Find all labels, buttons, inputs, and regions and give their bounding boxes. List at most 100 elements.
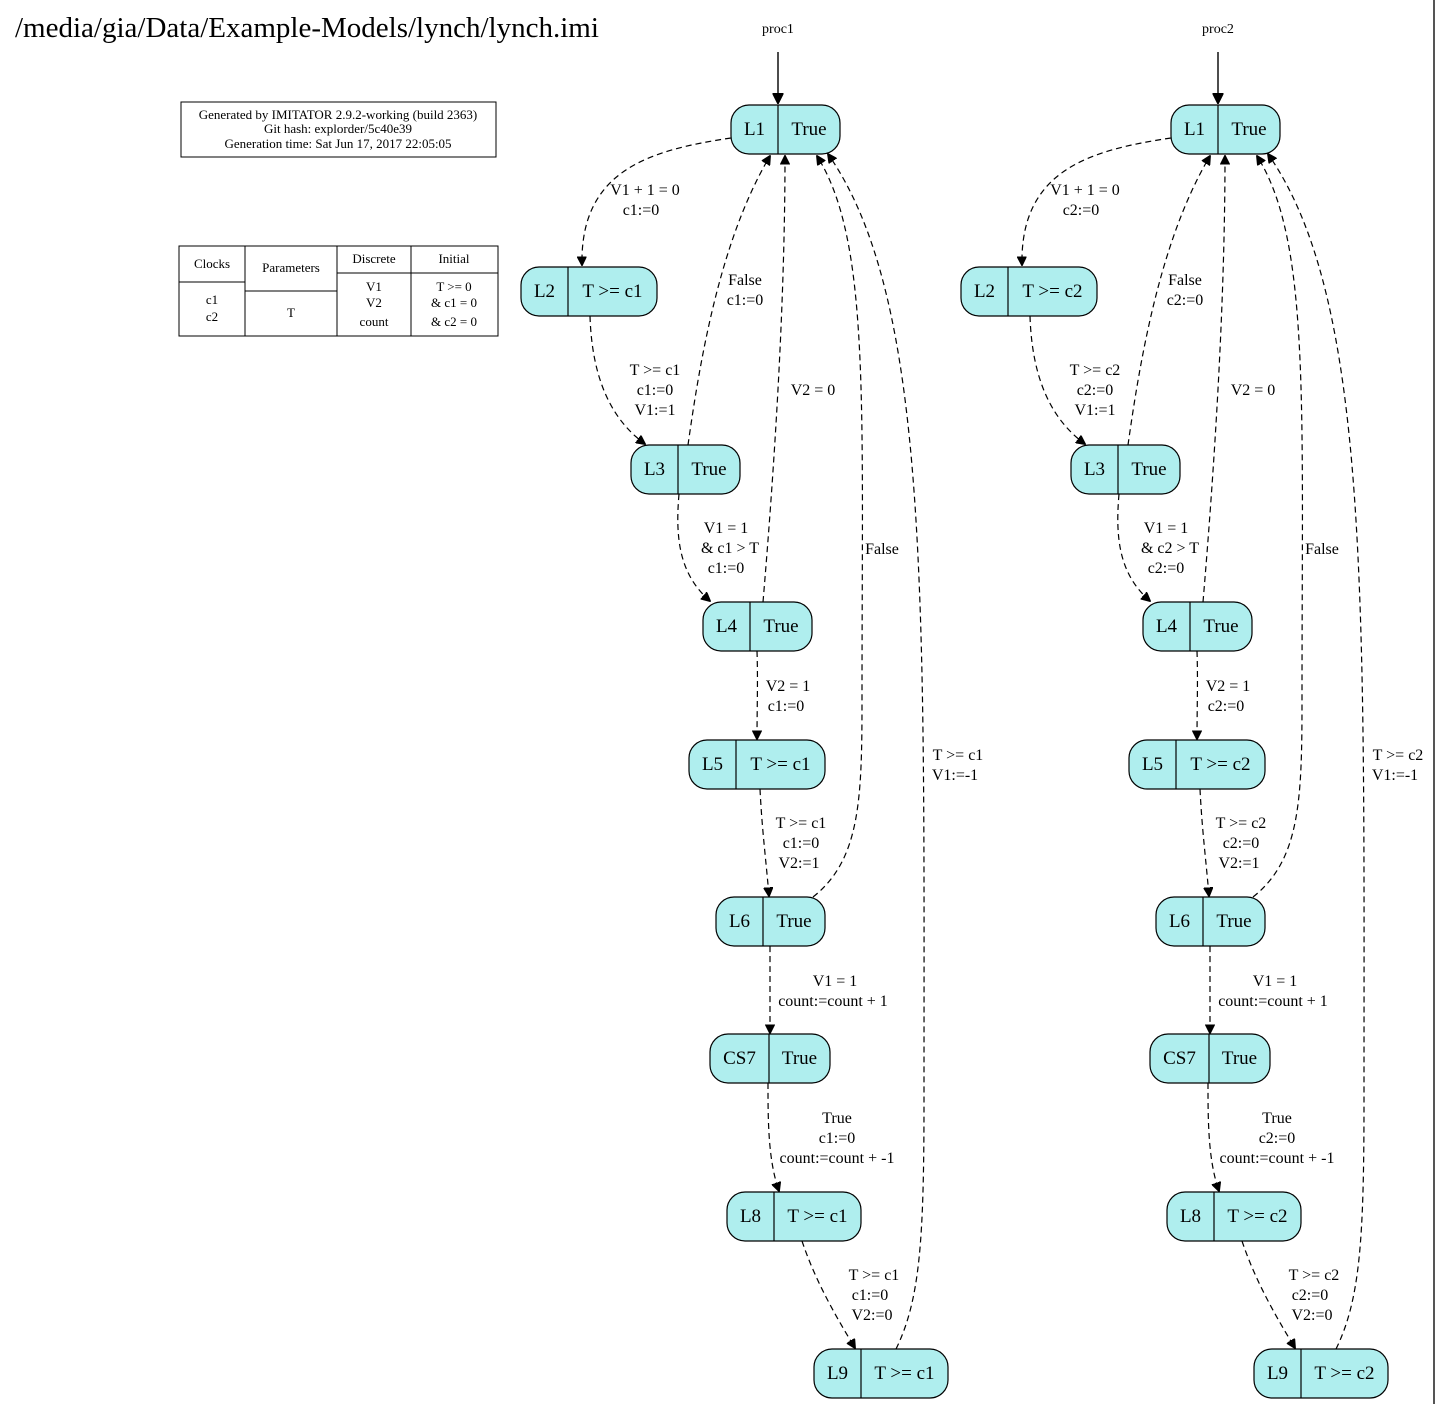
discrete-item: V1 — [366, 279, 382, 294]
initial-header: Initial — [438, 251, 469, 266]
location-cs7: CS7 True — [1149, 1033, 1271, 1084]
transition-label: c1:=0 — [637, 382, 674, 399]
transition-l4-l1: V2 = 0 — [1202, 156, 1276, 603]
transition-l1-l2: V1 + 1 = 0c1:=0 — [582, 137, 732, 265]
transition-path — [767, 1082, 779, 1191]
location-box — [1166, 1191, 1302, 1242]
location-box — [730, 104, 841, 155]
location-box — [520, 266, 658, 317]
location-name: L2 — [534, 281, 555, 302]
location-name: L1 — [744, 119, 765, 140]
transition-label: c2:=0 — [1292, 1287, 1329, 1304]
location-invariant: True — [1131, 459, 1166, 480]
transition-label: c1:=0 — [623, 202, 660, 219]
location-invariant: True — [691, 459, 726, 480]
location-invariant: True — [1231, 119, 1266, 140]
location-invariant: T >= c1 — [582, 281, 642, 302]
location-name: L9 — [1267, 1363, 1288, 1384]
transition-label: c1:=0 — [819, 1130, 856, 1147]
transition-label: False — [865, 541, 899, 558]
location-box — [1149, 1033, 1271, 1084]
generation-time-text: Generation time: Sat Jun 17, 2017 22:05:… — [224, 136, 451, 151]
location-l3: L3 True — [1070, 444, 1181, 495]
transition-label: V2 = 0 — [791, 382, 836, 399]
location-l1: L1 True — [730, 104, 841, 155]
automaton-name: proc1 — [762, 22, 794, 37]
transition-label: V1 + 1 = 0 — [1050, 182, 1120, 199]
transition-label: V1:=-1 — [932, 767, 978, 784]
transition-path — [1029, 315, 1085, 444]
location-invariant: T >= c1 — [787, 1206, 847, 1227]
location-name: L3 — [644, 459, 665, 480]
location-name: L9 — [827, 1363, 848, 1384]
transition-label: & c1 > T — [701, 540, 759, 557]
transition-path — [1127, 156, 1210, 446]
location-name: L3 — [1084, 459, 1105, 480]
transition-path — [1117, 493, 1150, 601]
location-invariant: T >= c2 — [1190, 754, 1250, 775]
transition-l4-l5: V2 = 1c1:=0 — [757, 650, 810, 739]
transition-label: V1:=1 — [1074, 402, 1115, 419]
transition-l9-l1: T >= c1 V1:=-1 — [828, 154, 983, 1350]
location-invariant: T >= c2 — [1022, 281, 1082, 302]
location-invariant: True — [1222, 1048, 1257, 1069]
transition-label: c2:=0 — [1148, 560, 1185, 577]
transition-label: c2:=0 — [1208, 698, 1245, 715]
transition-path — [801, 1240, 855, 1348]
location-name: L4 — [716, 616, 738, 637]
discrete-item: V2 — [366, 295, 382, 310]
transition-label: c2:=0 — [1223, 835, 1260, 852]
location-name: L5 — [1142, 754, 1163, 775]
location-invariant: True — [763, 616, 798, 637]
location-invariant: T >= c2 — [1227, 1206, 1287, 1227]
transition-l6-l1: False — [812, 156, 899, 898]
transition-path — [687, 156, 770, 446]
transition-label: c1:=0 — [783, 835, 820, 852]
location-box — [709, 1033, 831, 1084]
transition-label: c1:=0 — [768, 698, 805, 715]
transition-label: & c2 > T — [1141, 540, 1199, 557]
transition-label: count:=count + -1 — [780, 1150, 895, 1167]
transition-label: V2:=1 — [778, 855, 819, 872]
location-name: L6 — [1169, 911, 1190, 932]
transition-label: c1:=0 — [727, 292, 764, 309]
transition-path — [759, 788, 769, 896]
location-box — [1070, 444, 1181, 495]
transition-path — [589, 315, 645, 444]
location-name: L5 — [702, 754, 723, 775]
info-box: Generated by IMITATOR 2.9.2-working (bui… — [180, 101, 497, 158]
location-invariant: True — [791, 119, 826, 140]
location-box — [702, 601, 813, 652]
generated-by-text: Generated by IMITATOR 2.9.2-working (bui… — [199, 107, 478, 122]
transition-path — [1241, 1240, 1295, 1348]
clock-item: c1 — [206, 292, 218, 307]
location-invariant: True — [776, 911, 811, 932]
initial-item: T >= 0 — [436, 279, 471, 294]
clocks-header: Clocks — [194, 256, 230, 271]
page-edge-line — [1433, 0, 1435, 1404]
transition-label: V2 = 0 — [1231, 382, 1276, 399]
location-box — [1142, 601, 1253, 652]
transition-path — [762, 156, 785, 603]
location-name: CS7 — [723, 1048, 756, 1069]
location-invariant: True — [782, 1048, 817, 1069]
transition-label: V1:=-1 — [1372, 767, 1418, 784]
transition-label: T >= c2 — [1216, 815, 1267, 832]
transition-l1-l2: V1 + 1 = 0c2:=0 — [1022, 137, 1172, 265]
location-name: CS7 — [1163, 1048, 1196, 1069]
transition-label: False — [1305, 541, 1339, 558]
transition-label: T >= c1 — [849, 1267, 900, 1284]
parameters-header: Parameters — [262, 260, 320, 275]
transition-label: V1:=1 — [634, 402, 675, 419]
transition-label: False — [728, 272, 762, 289]
